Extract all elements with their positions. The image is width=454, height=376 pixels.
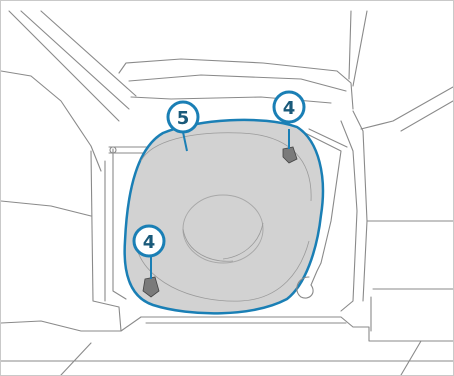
callout-4-upper: 4 — [274, 92, 304, 122]
callout-4-lower-label: 4 — [143, 232, 156, 253]
callout-4-upper-label: 4 — [283, 98, 296, 119]
callout-4-lower: 4 — [134, 226, 164, 256]
callout-5-label: 5 — [177, 108, 190, 129]
